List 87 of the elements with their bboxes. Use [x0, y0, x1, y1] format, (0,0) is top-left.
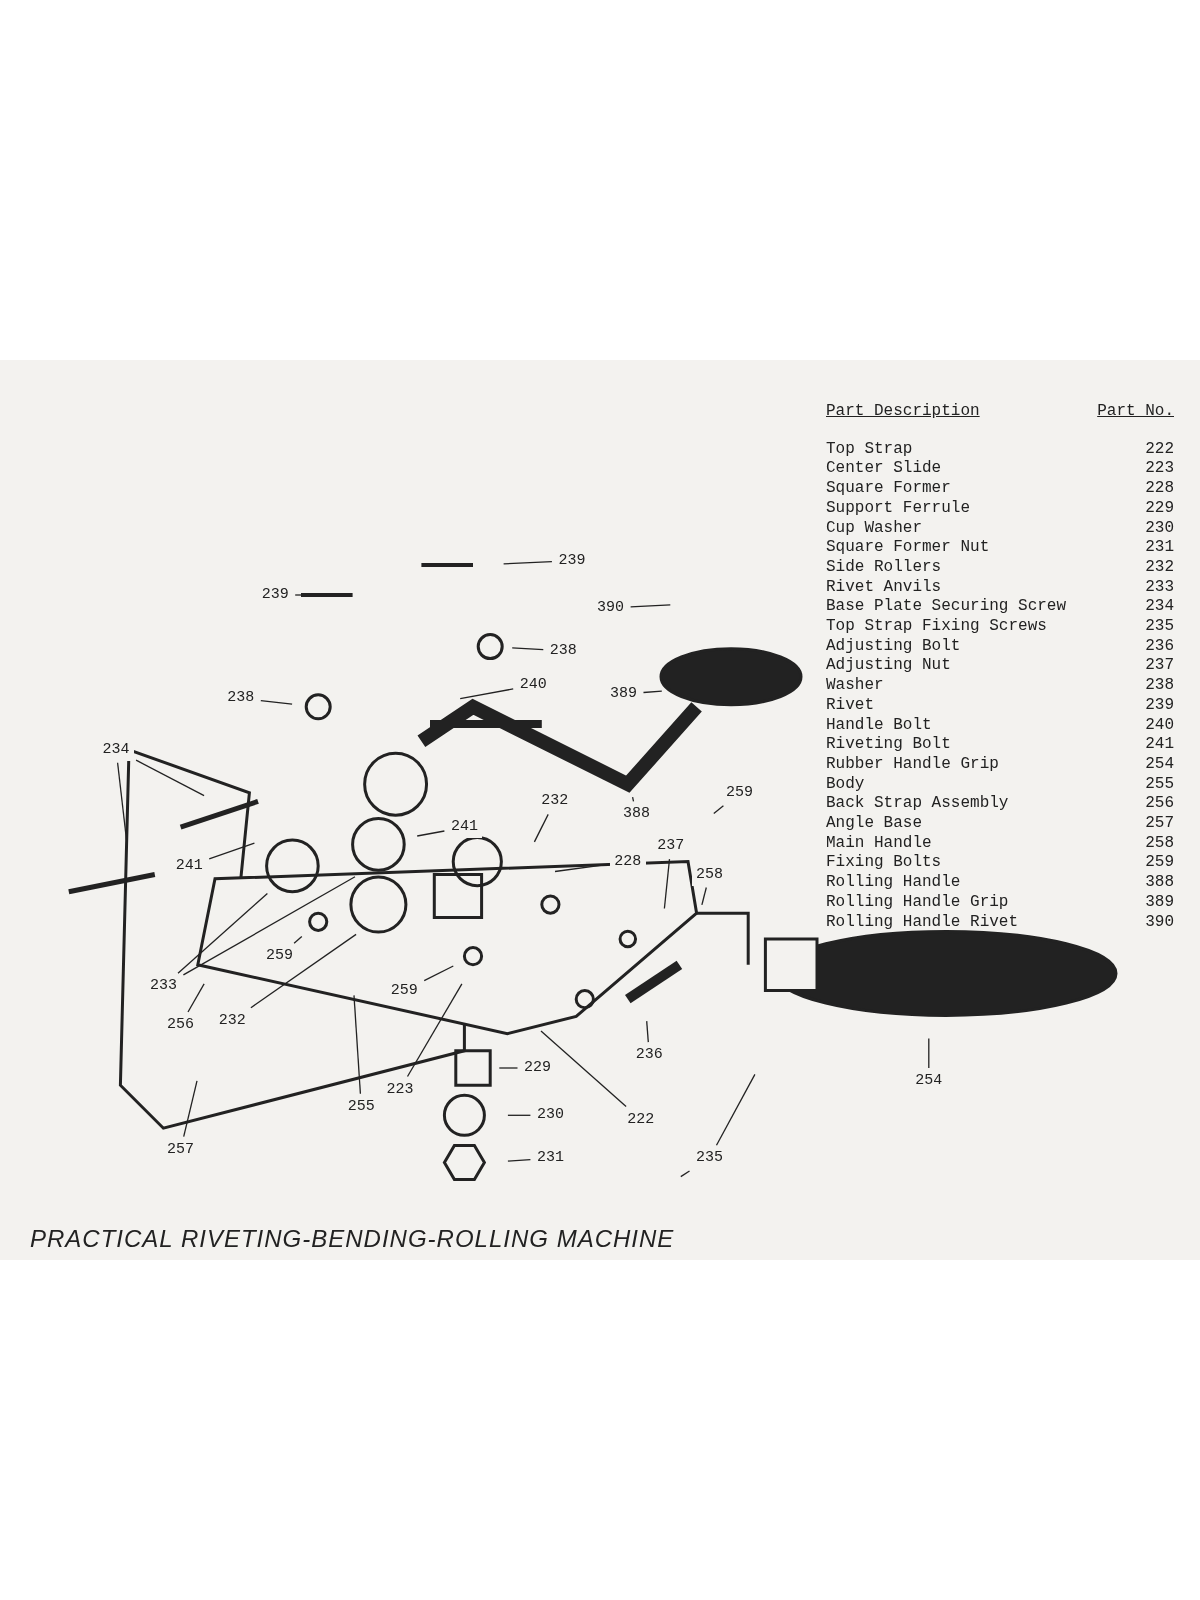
part-name: Top Strap Fixing Screws: [826, 617, 1047, 635]
part-number: 239: [1145, 695, 1174, 714]
column-header: Part Description: [826, 402, 980, 420]
leader-line: [928, 1037, 930, 1069]
column-header: Part No.: [1097, 402, 1174, 420]
leader-line: [250, 933, 357, 1009]
part-name: Adjusting Bolt: [826, 636, 961, 655]
leader-line: [459, 688, 514, 700]
leader-line: [540, 1030, 627, 1108]
part-number: 235: [1145, 617, 1174, 635]
part-name: Side Rollers: [826, 557, 942, 576]
part-number: 258: [1145, 833, 1174, 852]
leader-line: [511, 647, 544, 651]
leader-line: [507, 1114, 532, 1116]
leader-line: [715, 1073, 756, 1146]
part-number: 237: [1145, 656, 1174, 675]
leader-line: [680, 1170, 691, 1178]
part-name: Rolling Handle Grip: [826, 892, 1009, 911]
leader-line: [554, 863, 609, 873]
leader-line: [642, 690, 663, 694]
part-number: 259: [1145, 853, 1174, 872]
part-number: 256: [1145, 794, 1174, 813]
leader-line: [293, 935, 303, 944]
part-name: Body: [826, 774, 865, 793]
leader-line: [406, 983, 463, 1078]
leader-line: [663, 858, 671, 910]
leader-line: [260, 699, 293, 705]
leader-line: [507, 1158, 532, 1162]
part-number: 255: [1145, 774, 1174, 793]
part-name: Rivet Anvils: [826, 577, 942, 596]
part-name: Washer: [826, 676, 884, 695]
leader-line: [294, 594, 327, 596]
leader-line: [502, 560, 553, 565]
part-name: Fixing Bolts: [826, 853, 942, 872]
part-number: 389: [1145, 892, 1174, 911]
part-name: Rivet: [826, 695, 874, 714]
part-number: 232: [1145, 557, 1174, 576]
part-number: 241: [1145, 735, 1174, 754]
part-number: 236: [1145, 636, 1174, 655]
leader-line: [416, 830, 446, 837]
part-number: 257: [1145, 814, 1174, 832]
part-name: Base Plate Securing Screw: [826, 597, 1067, 616]
leader-line: [353, 994, 362, 1095]
part-number: 388: [1145, 873, 1174, 892]
part-name: Rolling Handle Rivet: [826, 912, 1019, 931]
leader-line: [182, 876, 356, 976]
part-name: Square Former: [826, 479, 951, 498]
part-name: Center Slide: [826, 459, 942, 478]
part-number: 233: [1145, 577, 1174, 596]
leader-line: [713, 805, 725, 815]
part-name: Top Strap: [826, 439, 913, 458]
part-name: Back Strap Assembly: [826, 794, 1009, 813]
part-number: 228: [1145, 479, 1174, 498]
leader-line: [135, 759, 205, 797]
part-name: Square Former Nut: [826, 538, 990, 557]
leader-line: [701, 886, 707, 906]
part-name: Handle Bolt: [826, 715, 932, 734]
part-name: Adjusting Nut: [826, 656, 951, 675]
part-name: Rubber Handle Grip: [826, 754, 999, 773]
part-name: Main Handle: [826, 833, 932, 852]
leader-line: [177, 892, 269, 974]
part-number: 222: [1145, 439, 1174, 458]
part-name: Angle Base: [826, 814, 922, 832]
title: PRACTICAL RIVETING-BENDING-ROLLING MACHINE: [30, 1225, 675, 1253]
part-number: 254: [1145, 754, 1174, 773]
part-number: 234: [1145, 597, 1174, 616]
leader-line: [646, 1020, 649, 1043]
leader-line: [116, 762, 128, 841]
leader-line: [187, 983, 205, 1013]
part-name: Riveting Bolt: [826, 735, 951, 754]
leader-line: [631, 796, 635, 802]
leader-line: [423, 965, 454, 982]
leader-line: [183, 1080, 198, 1138]
part-name: Rolling Handle: [826, 873, 961, 892]
part-number: 240: [1145, 715, 1174, 734]
part-name: Support Ferrule: [826, 498, 971, 517]
part-number: 230: [1145, 518, 1174, 537]
leader-line: [533, 813, 549, 843]
leader-line: [208, 842, 256, 860]
part-name: Cup Washer: [826, 518, 922, 537]
leader-line: [629, 604, 671, 608]
part-number: 229: [1145, 498, 1174, 517]
part-number: 223: [1145, 459, 1174, 478]
leader-line: [498, 1067, 519, 1069]
part-number: 238: [1145, 676, 1174, 695]
part-number: 390: [1145, 912, 1174, 931]
part-number: 231: [1145, 538, 1174, 557]
